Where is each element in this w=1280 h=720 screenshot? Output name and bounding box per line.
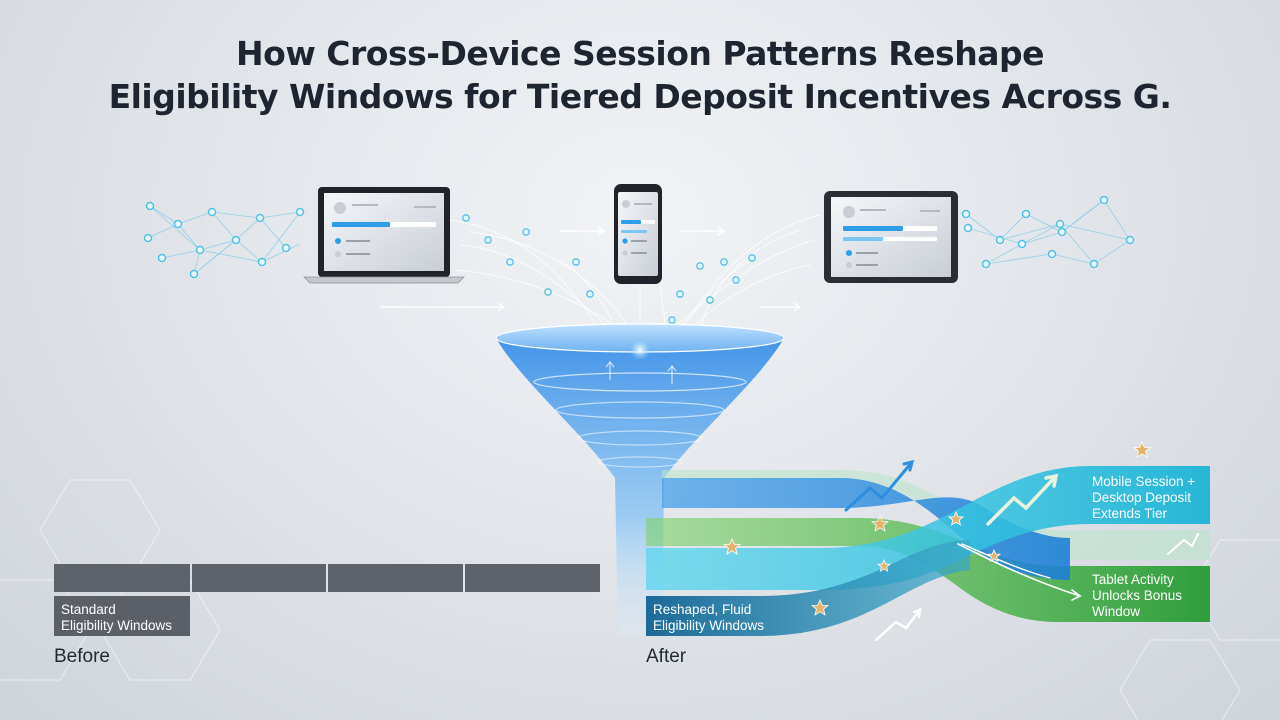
mobile-desktop-callout-line-2: Desktop Deposit <box>1092 490 1192 505</box>
flow-arrows <box>380 226 802 312</box>
page-title-line-1: How Cross-Device Session Patterns Reshap… <box>236 34 1044 73</box>
before-timeline-bar <box>54 564 600 592</box>
mobile-desktop-callout-line-3: Extends Tier <box>1092 506 1168 521</box>
tablet-callout-line-2: Unlocks Bonus <box>1092 588 1183 603</box>
tablet-callout-line-1: Tablet Activity <box>1092 572 1174 587</box>
after-caption: After <box>646 646 687 667</box>
network-left <box>147 205 301 276</box>
before-caption: Before <box>54 646 110 667</box>
smartphone-icon <box>614 184 662 284</box>
growth-arrows <box>844 459 1199 642</box>
page-title-line-2: Eligibility Windows for Tiered Deposit I… <box>108 77 1172 116</box>
tablet-callout-line-3: Window <box>1092 604 1141 619</box>
after-flow-bands <box>646 466 1210 636</box>
mobile-desktop-callout-line-1: Mobile Session + <box>1092 474 1196 489</box>
funnel-icon <box>495 323 785 636</box>
network-left-nodes <box>143 201 305 279</box>
laptop-icon <box>303 187 465 284</box>
after-box-line-1: Reshaped, Fluid <box>653 602 752 617</box>
after-box-line-2: Eligibility Windows <box>653 618 765 633</box>
tablet-icon <box>824 191 958 283</box>
before-label-box <box>54 596 190 636</box>
data-streams <box>449 214 821 331</box>
star-icon <box>722 441 1152 616</box>
before-box-line-2: Eligibility Windows <box>61 618 173 633</box>
network-right-nodes <box>961 195 1135 269</box>
stream-nodes <box>462 214 756 324</box>
before-box-line-1: Standard <box>61 602 116 617</box>
